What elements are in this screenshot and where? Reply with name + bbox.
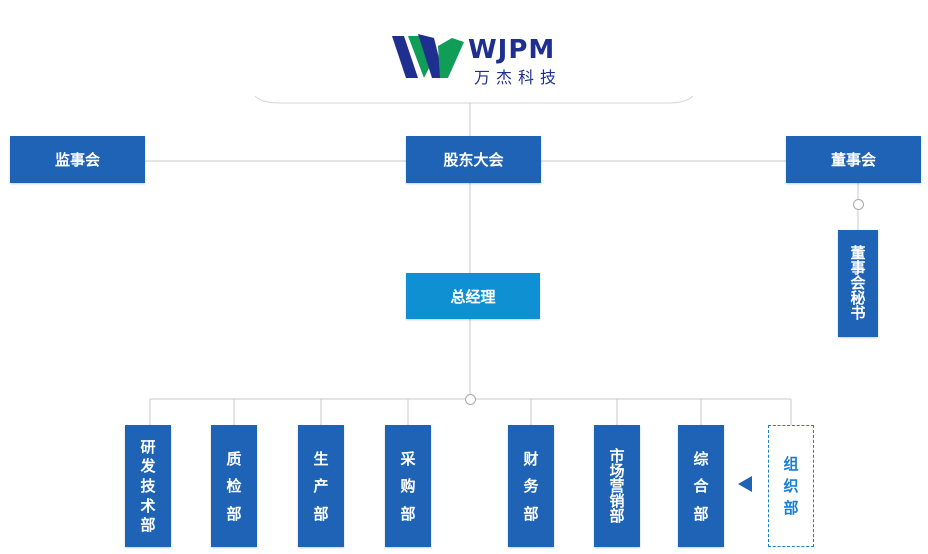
dept-char: 市 (609, 446, 625, 465)
dept-general-affairs-box: 综 合 部 (678, 425, 724, 547)
board-secretary-char: 事 (850, 259, 866, 277)
dept-char: 织 (783, 477, 799, 495)
board-secretary-char: 书 (850, 304, 866, 322)
dept-char: 质 (226, 449, 242, 468)
company-logo: WJPM 万杰科技 (390, 32, 570, 87)
supervisory-board-box: 监事会 (10, 136, 145, 183)
board-secretary-char: 会 (850, 274, 866, 292)
dept-char: 财 (523, 449, 539, 468)
dept-char: 采 (400, 449, 416, 468)
general-manager-box: 总经理 (406, 273, 540, 319)
logo-brand-text: WJPM (468, 35, 556, 65)
board-secretary-char: 董 (850, 244, 866, 262)
dept-quality-box: 质 检 部 (211, 425, 257, 547)
dept-char: 部 (226, 504, 242, 523)
dept-marketing-box: 市 场 营 销 部 (594, 425, 640, 547)
dept-char: 研 (140, 437, 156, 456)
departments-connector-node (465, 394, 476, 405)
board-secretary-box: 董 事 会 秘 书 (838, 230, 878, 337)
dept-char: 销 (609, 491, 625, 510)
left-arrow-icon (738, 476, 752, 492)
dept-char: 生 (313, 449, 329, 468)
dept-char: 综 (693, 449, 709, 468)
dept-char: 务 (523, 477, 539, 495)
dept-char: 合 (693, 477, 709, 495)
logo-mark-icon (392, 34, 464, 78)
dept-char: 术 (140, 496, 156, 515)
dept-organization-box: 组 织 部 (768, 425, 814, 547)
dept-finance-box: 财 务 部 (508, 425, 554, 547)
dept-char: 部 (783, 499, 799, 517)
dept-char: 发 (140, 457, 156, 476)
dept-char: 部 (609, 506, 625, 525)
dept-production-box: 生 产 部 (298, 425, 344, 547)
dept-char: 技 (140, 476, 156, 495)
dept-char: 部 (523, 504, 539, 523)
dept-char: 产 (313, 477, 329, 495)
dept-char: 营 (609, 476, 625, 495)
dept-char: 场 (609, 461, 625, 480)
dept-rnd-box: 研 发 技 术 部 (125, 425, 171, 547)
shareholders-meeting-box: 股东大会 (406, 136, 541, 183)
dept-char: 购 (400, 477, 416, 495)
dept-char: 组 (783, 455, 799, 473)
dept-char: 部 (400, 504, 416, 523)
dept-char: 检 (226, 477, 242, 495)
board-secretary-char: 秘 (850, 289, 866, 307)
dept-char: 部 (693, 504, 709, 523)
board-of-directors-box: 董事会 (786, 136, 921, 183)
dept-purchasing-box: 采 购 部 (385, 425, 431, 547)
board-connector-node (853, 199, 864, 210)
dept-char: 部 (313, 504, 329, 523)
dept-char: 部 (140, 516, 156, 535)
logo-company-name: 万杰科技 (474, 68, 563, 87)
